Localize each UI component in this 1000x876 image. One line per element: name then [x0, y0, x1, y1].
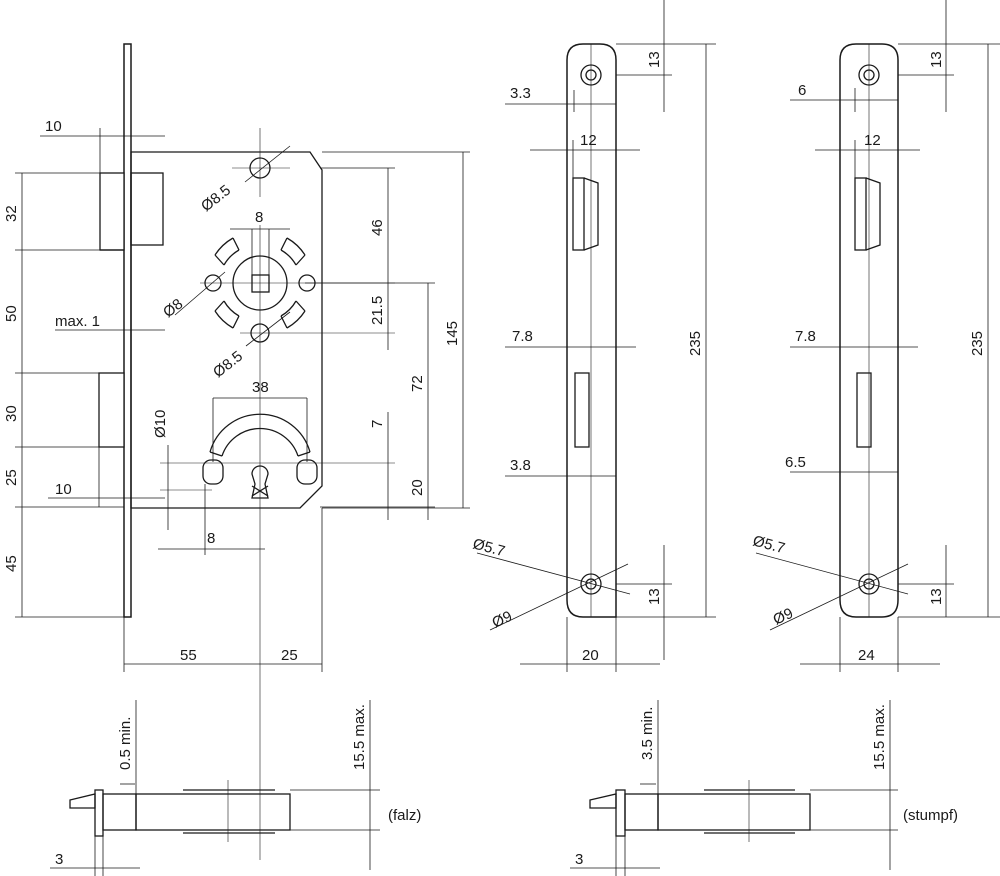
latch-bolt-body: [130, 172, 164, 246]
dim-body-height: 145: [444, 321, 461, 346]
stumpf-latch-slot-width: 12: [864, 132, 881, 149]
faceplate-falz-dimensions: [476, 0, 716, 672]
faceplate-falz-view: [566, 43, 617, 618]
dim-cylinder-hole: Ø10: [152, 410, 169, 438]
side-falz-max-depth: 15.5 max.: [351, 704, 368, 770]
side-falz-body: [135, 793, 291, 831]
lock-faceplate: [123, 43, 132, 618]
dim-key-to-bottom: 45: [3, 555, 20, 572]
dim-backset: 55: [180, 647, 197, 664]
dim-body-depth: 25: [281, 647, 298, 664]
stumpf-width: 24: [858, 647, 875, 664]
stumpf-countersink-inner: Ø9: [771, 605, 796, 629]
faceplate-stumpf-deadbolt-slot: [856, 372, 872, 448]
dim-follower-hole: Ø8: [160, 295, 186, 321]
side-stumpf-type: (stumpf): [903, 807, 958, 824]
side-stumpf-step: [624, 793, 659, 831]
falz-width: 20: [582, 647, 599, 664]
side-falz-labels: 0.5 min. 15.5 max. (falz) 3: [55, 704, 421, 868]
falz-top-hole: 13: [646, 51, 663, 68]
dim-deadbolt-offset: 10: [55, 481, 72, 498]
latch-bolt: [99, 172, 125, 251]
dim-latch-to-follower: 50: [3, 305, 20, 322]
falz-edge-to-hole: 3.3: [510, 85, 531, 102]
side-falz-latch: [69, 793, 96, 809]
side-stumpf-body: [657, 793, 811, 831]
stumpf-deadbolt-slot: 7.8: [795, 328, 816, 345]
stumpf-bottom-hole: 13: [928, 588, 945, 605]
faceplate-stumpf-labels: 13 6 12 235 7.8 6.5 Ø5.7 Ø9 13 24: [751, 51, 986, 664]
faceplate-falz-latch-slot: [572, 177, 585, 251]
side-falz-step: [102, 793, 137, 831]
side-stumpf-plate: [615, 789, 626, 837]
dead-bolt: [98, 372, 125, 448]
dim-bolt-offset: 10: [45, 118, 62, 135]
side-stumpf-plate-thickness: 3: [575, 851, 583, 868]
stumpf-countersink-outer: Ø5.7: [751, 532, 787, 557]
dim-screw-hole-mid: Ø8.5: [210, 348, 246, 381]
side-stumpf-min-offset: 3.5 min.: [639, 707, 656, 760]
falz-countersink-outer: Ø5.7: [471, 535, 507, 560]
dim-top-to-follower: 46: [369, 219, 386, 236]
side-view-stumpf: [570, 700, 898, 876]
falz-deadbolt-slot: 7.8: [512, 328, 533, 345]
side-stumpf-max-depth: 15.5 max.: [871, 704, 888, 770]
dim-follower-to-key: 72: [409, 375, 426, 392]
dim-key-offset: 7: [369, 420, 386, 428]
stumpf-top-hole: 13: [928, 51, 945, 68]
cylinder-cutout: [202, 413, 318, 499]
falz-latch-slot-width: 12: [580, 132, 597, 149]
faceplate-falz-outline: [566, 43, 617, 618]
falz-countersink-inner: Ø9: [490, 608, 515, 632]
faceplate-stumpf-dimensions: [755, 0, 1000, 672]
side-falz-type: (falz): [388, 807, 421, 824]
side-stumpf-labels: 3.5 min. 15.5 max. (stumpf) 3: [575, 704, 958, 868]
faceplate-stumpf-outline: [839, 43, 899, 618]
dim-faceplate-gap: max. 1: [55, 313, 100, 330]
lock-case: [130, 151, 323, 509]
side-view-falz: [50, 700, 380, 876]
dim-follower-square: 8: [255, 209, 263, 226]
dim-latch-height: 32: [3, 205, 20, 222]
falz-bottom-hole: 13: [646, 588, 663, 605]
faceplate-falz-deadbolt-slot: [574, 372, 590, 448]
falz-total-height: 235: [687, 331, 704, 356]
side-falz-plate: [94, 789, 104, 837]
side-falz-min-offset: 0.5 min.: [117, 717, 134, 770]
side-falz-plate-thickness: 3: [55, 851, 63, 868]
falz-slot-offset: 3.8: [510, 457, 531, 474]
dim-follower-to-screw: 21.5: [369, 296, 386, 325]
faceplate-falz-labels: 13 3.3 12 235 7.8 3.8 Ø5.7 Ø9 13 20: [471, 51, 704, 664]
stumpf-edge-to-hole: 6: [798, 82, 806, 99]
lock-body-labels: 10 32 50 max. 1 30 25 10 45 55 25 Ø8.5 8…: [3, 118, 461, 664]
faceplate-stumpf-latch-slot: [854, 177, 867, 251]
faceplate-stumpf-view: [839, 43, 899, 618]
dim-key-width: 8: [207, 530, 215, 547]
dim-cylinder-width: 38: [252, 379, 269, 396]
dim-deadbolt-height: 30: [3, 405, 20, 422]
side-stumpf-latch: [589, 793, 617, 809]
stumpf-total-height: 235: [969, 331, 986, 356]
lock-body-dimensions: [15, 128, 470, 672]
dim-key-to-body-bottom: 20: [409, 479, 426, 496]
dim-screw-hole-top: Ø8.5: [198, 182, 234, 215]
stumpf-slot-offset: 6.5: [785, 454, 806, 471]
dim-deadbolt-to-key: 25: [3, 469, 20, 486]
